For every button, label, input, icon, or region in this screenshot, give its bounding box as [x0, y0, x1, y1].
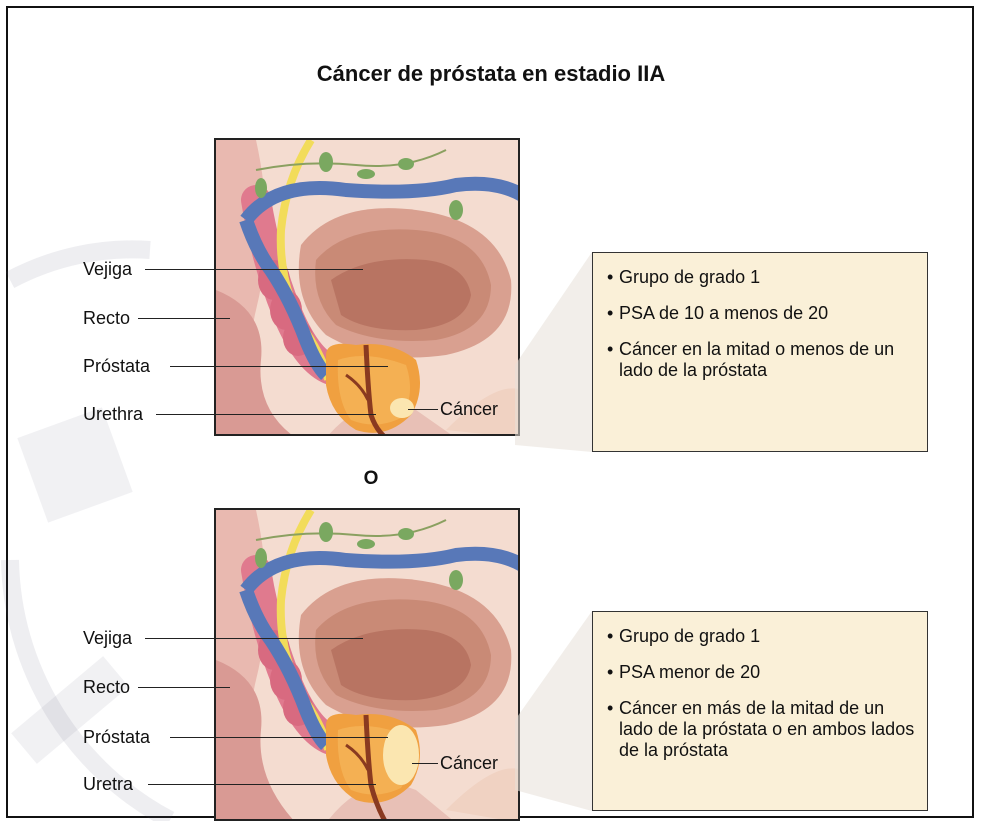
bullet-item: •Grupo de grado 1 — [607, 626, 917, 647]
label-cancer-top: Cáncer — [440, 399, 498, 419]
bullet-text: Grupo de grado 1 — [619, 267, 760, 288]
leader-line-bladder-bottom — [145, 638, 363, 639]
label-urethra-top: Urethra — [83, 404, 143, 424]
pelvic-anatomy-drawing — [216, 140, 520, 436]
leader-line-urethra-top — [156, 414, 376, 415]
label-bladder-bottom: Vejiga — [83, 628, 132, 648]
bullet-item: •PSA de 10 a menos de 20 — [607, 303, 917, 324]
label-rectum-bottom: Recto — [83, 677, 130, 697]
leader-line-rectum-bottom — [138, 687, 230, 688]
info-box-top: •Grupo de grado 1 •PSA de 10 a menos de … — [592, 252, 928, 452]
anatomy-illustration-bottom — [214, 508, 520, 821]
bullet-item: •Grupo de grado 1 — [607, 267, 917, 288]
info-box-bottom: •Grupo de grado 1 •PSA menor de 20 •Cánc… — [592, 611, 928, 811]
bullet-text: Grupo de grado 1 — [619, 626, 760, 647]
or-separator: O — [360, 468, 382, 490]
label-bladder-top: Vejiga — [83, 259, 132, 279]
bullet-text: PSA menor de 20 — [619, 662, 760, 683]
label-rectum-top: Recto — [83, 308, 130, 328]
bullet-text: PSA de 10 a menos de 20 — [619, 303, 828, 324]
leader-line-rectum-top — [138, 318, 230, 319]
bullet-text: Cáncer en la mitad o menos de un lado de… — [619, 339, 917, 381]
bullet-item: •Cáncer en la mitad o menos de un lado d… — [607, 339, 917, 381]
leader-line-bladder-top — [145, 269, 363, 270]
leader-line-prostate-top — [170, 366, 388, 367]
bullet-item: •PSA menor de 20 — [607, 662, 917, 683]
label-cancer-bottom: Cáncer — [440, 753, 498, 773]
label-prostate-top: Próstata — [83, 356, 150, 376]
bullet-text: Cáncer en más de la mitad de un lado de … — [619, 698, 917, 761]
leader-line-prostate-bottom — [170, 737, 388, 738]
label-prostate-bottom: Próstata — [83, 727, 150, 747]
anatomy-illustration-top — [214, 138, 520, 436]
leader-line-cancer-top — [408, 409, 438, 410]
pelvic-anatomy-drawing — [216, 510, 520, 821]
bullet-item: •Cáncer en más de la mitad de un lado de… — [607, 698, 917, 761]
leader-line-cancer-bottom — [412, 763, 438, 764]
label-urethra-bottom: Uretra — [83, 774, 133, 794]
leader-line-urethra-bottom — [148, 784, 376, 785]
figure-title: Cáncer de próstata en estadio IIA — [0, 61, 982, 87]
